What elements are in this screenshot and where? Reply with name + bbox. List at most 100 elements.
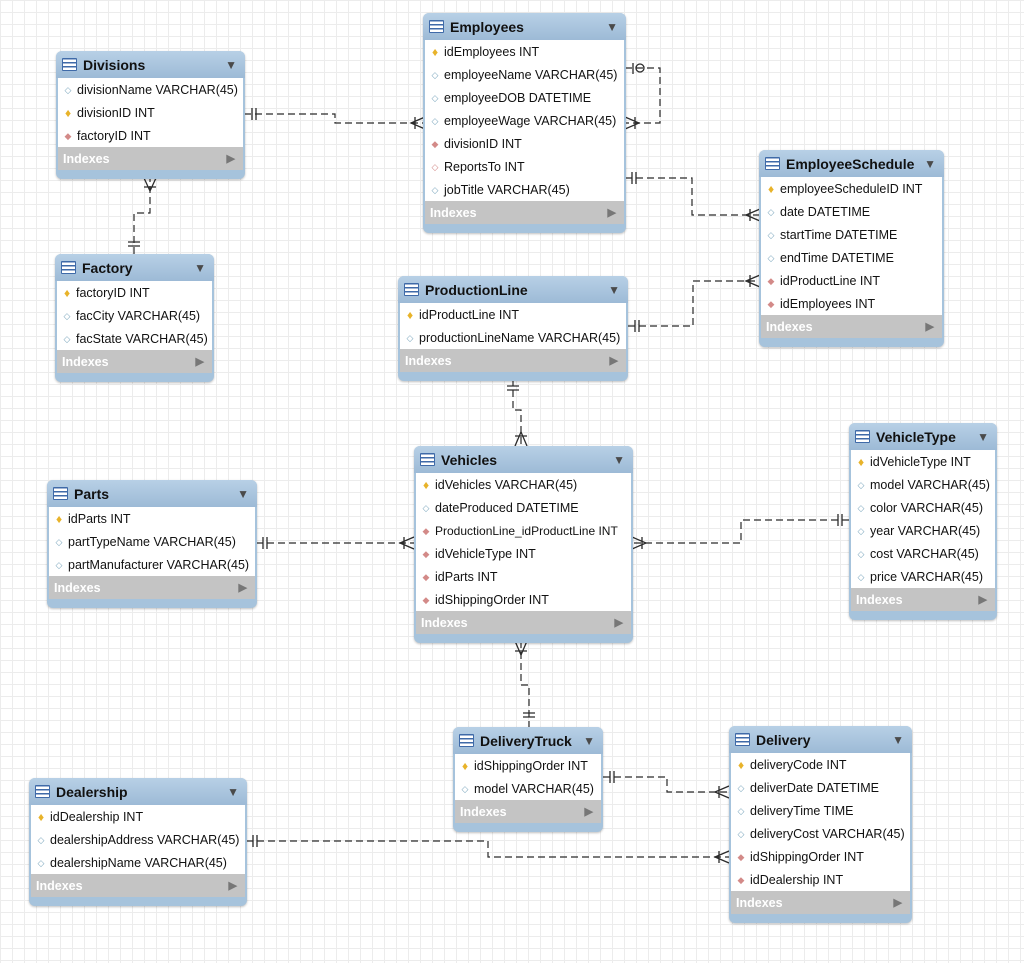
column-row[interactable]: ◇employeeWage VARCHAR(45) [425, 109, 624, 132]
table-production-line[interactable]: ProductionLine ▼ ♦idProductLine INT ◇pro… [398, 276, 628, 381]
column-row[interactable]: ◇deliverDate DATETIME [731, 776, 910, 799]
indexes-section[interactable]: Indexes▶ [58, 147, 243, 170]
expand-arrow-icon[interactable]: ▶ [238, 582, 247, 594]
table-header[interactable]: ProductionLine ▼ [398, 276, 628, 303]
column-row[interactable]: ◆idProductLine INT [761, 269, 942, 292]
collapse-icon[interactable]: ▼ [608, 282, 620, 297]
column-row[interactable]: ◇ReportsTo INT [425, 155, 624, 178]
column-row[interactable]: ◇employeeName VARCHAR(45) [425, 63, 624, 86]
column-row[interactable]: ♦idParts INT [49, 507, 255, 530]
table-header[interactable]: Employees ▼ [423, 13, 626, 40]
column-row[interactable]: ♦divisionID INT [58, 101, 243, 124]
column-row[interactable]: ◆idVehicleType INT [416, 542, 631, 565]
indexes-section[interactable]: Indexes▶ [425, 201, 624, 224]
relation-factory-divisions[interactable] [133, 178, 151, 254]
relation-productionline-schedule[interactable] [628, 280, 760, 327]
indexes-section[interactable]: Indexes▶ [31, 874, 245, 897]
table-header[interactable]: EmployeeSchedule ▼ [759, 150, 944, 177]
expand-arrow-icon[interactable]: ▶ [607, 207, 616, 219]
collapse-icon[interactable]: ▼ [583, 733, 595, 748]
column-row[interactable]: ♦idEmployees INT [425, 40, 624, 63]
expand-arrow-icon[interactable]: ▶ [614, 617, 623, 629]
relation-employees-self[interactable] [625, 67, 661, 124]
column-row[interactable]: ♦factoryID INT [57, 281, 212, 304]
expand-arrow-icon[interactable]: ▶ [226, 153, 235, 165]
column-row[interactable]: ◇date DATETIME [761, 200, 942, 223]
indexes-section[interactable]: Indexes▶ [49, 576, 255, 599]
table-header[interactable]: DeliveryTruck ▼ [453, 727, 603, 754]
column-row[interactable]: ◆factoryID INT [58, 124, 243, 147]
indexes-section[interactable]: Indexes▶ [761, 315, 942, 338]
column-row[interactable]: ◇productionLineName VARCHAR(45) [400, 326, 626, 349]
column-row[interactable]: ◇partManufacturer VARCHAR(45) [49, 553, 255, 576]
relation-dealership-delivery[interactable] [246, 840, 729, 858]
column-row[interactable]: ◆idParts INT [416, 565, 631, 588]
table-dealership[interactable]: Dealership ▼ ♦idDealership INT ◇dealersh… [29, 778, 247, 906]
table-header[interactable]: Vehicles ▼ [414, 446, 633, 473]
expand-arrow-icon[interactable]: ▶ [584, 806, 593, 818]
column-row[interactable]: ♦idVehicleType INT [851, 450, 995, 473]
table-header[interactable]: Divisions ▼ [56, 51, 245, 78]
column-row[interactable]: ◇startTime DATETIME [761, 223, 942, 246]
indexes-section[interactable]: Indexes▶ [400, 349, 626, 372]
column-row[interactable]: ◇jobTitle VARCHAR(45) [425, 178, 624, 201]
relation-truck-delivery[interactable] [603, 776, 729, 793]
column-row[interactable]: ◆ProductionLine_idProductLine INT [416, 519, 631, 542]
collapse-icon[interactable]: ▼ [892, 732, 904, 747]
collapse-icon[interactable]: ▼ [977, 429, 989, 444]
column-row[interactable]: ◇dealershipAddress VARCHAR(45) [31, 828, 245, 851]
table-delivery[interactable]: Delivery ▼ ♦deliveryCode INT ◇deliverDat… [729, 726, 912, 923]
relation-truck-vehicles[interactable] [520, 641, 530, 727]
collapse-icon[interactable]: ▼ [225, 57, 237, 72]
column-row[interactable]: ◇deliveryCost VARCHAR(45) [731, 822, 910, 845]
column-row[interactable]: ◇model VARCHAR(45) [851, 473, 995, 496]
collapse-icon[interactable]: ▼ [606, 19, 618, 34]
table-header[interactable]: Delivery ▼ [729, 726, 912, 753]
indexes-section[interactable]: Indexes▶ [731, 891, 910, 914]
table-factory[interactable]: Factory ▼ ♦factoryID INT ◇facCity VARCHA… [55, 254, 214, 382]
column-row[interactable]: ◇deliveryTime TIME [731, 799, 910, 822]
column-row[interactable]: ◇dealershipName VARCHAR(45) [31, 851, 245, 874]
column-row[interactable]: ◇color VARCHAR(45) [851, 496, 995, 519]
table-header[interactable]: Factory ▼ [55, 254, 214, 281]
column-row[interactable]: ◇employeeDOB DATETIME [425, 86, 624, 109]
expand-arrow-icon[interactable]: ▶ [978, 594, 987, 606]
collapse-icon[interactable]: ▼ [613, 452, 625, 467]
collapse-icon[interactable]: ▼ [924, 156, 936, 171]
column-row[interactable]: ◇dateProduced DATETIME [416, 496, 631, 519]
indexes-section[interactable]: Indexes▶ [57, 350, 212, 373]
column-row[interactable]: ◆idShippingOrder INT [731, 845, 910, 868]
expand-arrow-icon[interactable]: ▶ [195, 356, 204, 368]
column-row[interactable]: ◇facCity VARCHAR(45) [57, 304, 212, 327]
collapse-icon[interactable]: ▼ [227, 784, 239, 799]
column-row[interactable]: ◆idDealership INT [731, 868, 910, 891]
collapse-icon[interactable]: ▼ [194, 260, 206, 275]
column-row[interactable]: ♦employeeScheduleID INT [761, 177, 942, 200]
table-employees[interactable]: Employees ▼ ♦idEmployees INT ◇employeeNa… [423, 13, 626, 233]
relation-productionline-vehicles[interactable] [512, 379, 522, 446]
table-employee-schedule[interactable]: EmployeeSchedule ▼ ♦employeeScheduleID I… [759, 150, 944, 347]
column-row[interactable]: ♦idVehicles VARCHAR(45) [416, 473, 631, 496]
collapse-icon[interactable]: ▼ [237, 486, 249, 501]
expand-arrow-icon[interactable]: ▶ [609, 355, 618, 367]
column-row[interactable]: ◇cost VARCHAR(45) [851, 542, 995, 565]
column-row[interactable]: ♦idDealership INT [31, 805, 245, 828]
column-row[interactable]: ◇divisionName VARCHAR(45) [58, 78, 243, 101]
relation-divisions-employees[interactable] [244, 113, 425, 124]
table-header[interactable]: Parts ▼ [47, 480, 257, 507]
table-parts[interactable]: Parts ▼ ♦idParts INT ◇partTypeName VARCH… [47, 480, 257, 608]
column-row[interactable]: ◇partTypeName VARCHAR(45) [49, 530, 255, 553]
relation-employees-schedule[interactable] [625, 177, 760, 216]
column-row[interactable]: ♦deliveryCode INT [731, 753, 910, 776]
table-vehicles[interactable]: Vehicles ▼ ♦idVehicles VARCHAR(45) ◇date… [414, 446, 633, 643]
expand-arrow-icon[interactable]: ▶ [925, 321, 934, 333]
table-vehicle-type[interactable]: VehicleType ▼ ♦idVehicleType INT ◇model … [849, 423, 997, 620]
column-row[interactable]: ◇endTime DATETIME [761, 246, 942, 269]
column-row[interactable]: ◆divisionID INT [425, 132, 624, 155]
table-delivery-truck[interactable]: DeliveryTruck ▼ ♦idShippingOrder INT ◇mo… [453, 727, 603, 832]
column-row[interactable]: ◆idEmployees INT [761, 292, 942, 315]
column-row[interactable]: ◇year VARCHAR(45) [851, 519, 995, 542]
column-row[interactable]: ◇facState VARCHAR(45) [57, 327, 212, 350]
table-header[interactable]: VehicleType ▼ [849, 423, 997, 450]
table-header[interactable]: Dealership ▼ [29, 778, 247, 805]
